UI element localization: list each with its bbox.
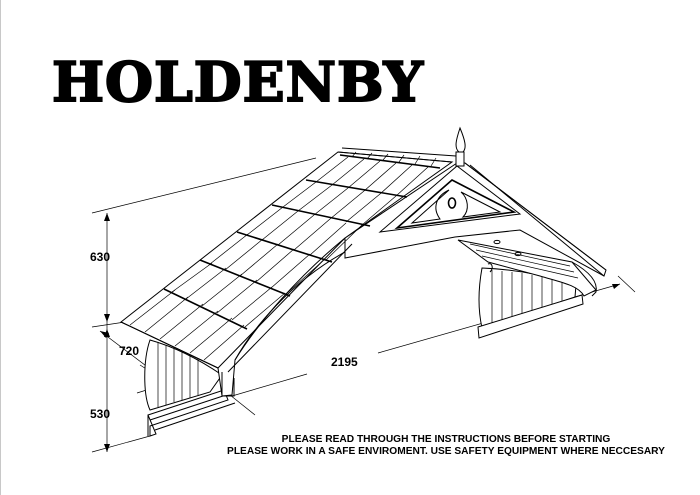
dimension-roof-height: 630 (90, 250, 110, 264)
safety-notice: PLEASE READ THROUGH THE INSTRUCTIONS BEF… (226, 434, 666, 458)
gable-pediment (344, 126, 607, 277)
dimension-width: 2195 (331, 355, 358, 369)
shingle-grooves (129, 151, 437, 361)
dimension-bracket-height: 530 (90, 407, 110, 421)
notice-line-read-instructions: PLEASE READ THROUGH THE INSTRUCTIONS BEF… (281, 434, 611, 445)
dimension-depth: 720 (119, 344, 139, 358)
product-title: HOLDENBY (51, 50, 424, 114)
notice-line-safety: PLEASE WORK IN A SAFE ENVIROMENT. USE SA… (227, 446, 665, 457)
left-bracket (144, 339, 236, 437)
right-bracket (457, 239, 597, 339)
page-edge (0, 0, 1, 495)
roof-slope (120, 147, 457, 397)
